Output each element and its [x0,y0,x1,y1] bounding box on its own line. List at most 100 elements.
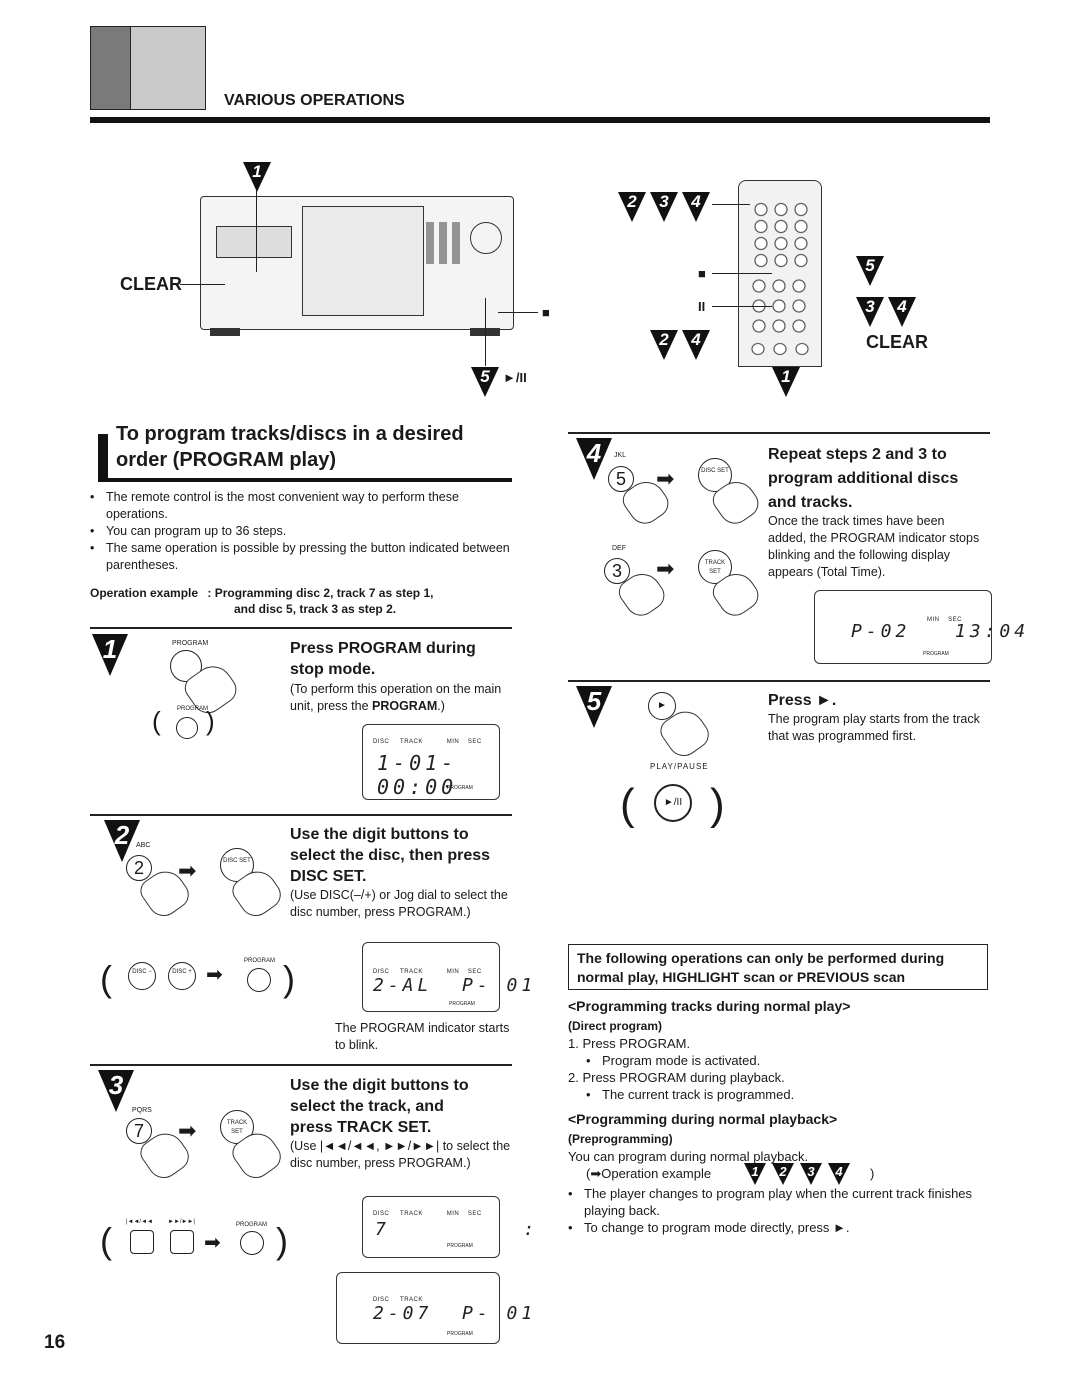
step3-rule [90,1064,512,1066]
direct-item1: 1. Press PROGRAM. [568,1036,691,1051]
op-example-callout-3: 3 [800,1163,822,1185]
op-example-callout-2: 2 [772,1163,794,1185]
stop-line [498,312,538,313]
remote-line-stop [712,273,772,274]
arrow-icon: ➡ [178,858,197,883]
stop-label-main: ■ [542,305,550,320]
main-unit-foot-left [210,328,240,336]
operation-example-text2: and disc 5, track 3 as step 2. [234,602,397,616]
pre-bullet2: To change to program mode directly, pres… [568,1219,988,1236]
paren-open: ( [100,958,112,999]
remote-line-pause [712,306,772,307]
op-example-close: ) [870,1166,875,1181]
skip-fwd-label: ►►/►►| [168,1219,195,1225]
key-letters: PQRS [132,1107,152,1114]
remote-line-digits [712,204,750,205]
callout-5-remote: 5 [856,256,884,286]
step4-title: Repeat steps 2 and 3 to program addition… [768,446,959,511]
section-label: VARIOUS OPERATIONS [224,92,405,109]
digit-7-button[interactable]: 7 [126,1118,152,1144]
arrow-icon: ➡ [656,556,675,581]
play-pause-label: PLAY/PAUSE [650,762,709,771]
program-button[interactable] [247,968,271,992]
step5-title: Press ►. [768,692,837,709]
paren-open: ( [100,1220,112,1261]
key-letters: JKL [614,452,627,459]
step1-lcd: DISC TRACK MIN SEC 1-01-00:00 PROGRAM [362,724,500,800]
arrow-icon: ➡ [206,964,223,986]
stop-label-remote: ■ [698,266,706,281]
step2-caption: The PROGRAM indicator starts to blink. [335,1021,510,1052]
play-pause-label-main: ►/II [503,370,527,385]
bullet-item: You can program up to 36 steps. [90,523,512,540]
step1-button-label: PROGRAM [172,640,209,647]
step3-note: (Use |◄◄/◄◄, ►►/►►| to select the disc n… [290,1139,511,1170]
paren-close: ) [710,780,725,829]
op-example-callout-1: 1 [744,1163,766,1185]
program-main-button[interactable] [176,717,198,739]
pre-text: You can program during normal playback. [568,1149,809,1164]
key-letters: DEF [612,545,626,552]
step3-lcd-1: DISC TRACK MIN SEC 7 : PROGRAM [362,1196,534,1258]
step4-lcd: MIN SEC P-02 13:04 PROGRAM [814,590,1025,664]
clear-label: CLEAR [120,274,182,294]
disc-plus-button[interactable]: DISC + [168,962,196,990]
sub-pre: (Preprogramming) [568,1132,673,1146]
op-example-callout-4: 4 [828,1163,850,1185]
section-title: To program tracks/discs in a desired ord… [116,423,464,471]
step2-note: (Use DISC(–/+) or Jog dial to select the… [290,888,508,919]
main-unit-buttons [426,222,464,264]
clear-pointer [180,284,225,285]
pause-label-remote: II [698,299,706,314]
key-letters: ABC [136,842,151,849]
play-pause-button[interactable]: ►/II [654,784,692,822]
program-button[interactable] [240,1231,264,1255]
callout-5-line [485,298,486,366]
callout-4-remote-top: 4 [682,192,710,222]
step4-number: 4 [576,438,612,480]
direct-item2: 2. Press PROGRAM during playback. [568,1070,785,1085]
callout-2-remote-bottom: 2 [650,330,678,360]
arrow-icon: ➡ [656,466,675,491]
disc-minus-button[interactable]: DISC − [128,962,156,990]
page-number: 16 [44,1332,66,1353]
arrow-icon: ➡ [178,1118,197,1143]
step5-note: The program play starts from the track t… [768,712,980,743]
program-label: PROGRAM [236,1222,268,1228]
skip-back-button[interactable] [130,1230,154,1254]
callout-1-main: 1 [243,162,271,192]
digit-5-button[interactable]: 5 [608,466,634,492]
digit-2-button[interactable]: 2 [126,855,152,881]
remote-keypad [751,201,809,269]
step5-rule [568,680,990,682]
main-unit-display [216,226,292,258]
step2-lcd: DISC TRACK MIN SEC 2-AL P- 01 PROGRAM [362,942,532,1012]
notice-box: The following operations can only be per… [568,944,988,990]
bullet-item: The same operation is possible by pressi… [90,540,512,574]
step5-number: 5 [576,686,612,728]
paren-open: ( [620,780,635,829]
intro-bullets: The remote control is the most convenien… [90,489,512,574]
step1-rule [90,627,512,629]
paren-open: ( [152,706,161,736]
main-unit-figure [200,188,520,338]
skip-fwd-button[interactable] [170,1230,194,1254]
normal-play-section: <Programming tracks during normal play> … [568,998,988,1236]
main-unit-door [302,206,424,316]
main-unit-jog [470,222,502,254]
step1-title: Press PROGRAM during stop mode. [290,640,476,678]
step1-number: 1 [92,634,128,676]
paren-close: ) [206,706,215,736]
operation-example: Operation example : Programming disc 2, … [90,585,433,602]
step2-number: 2 [104,820,140,862]
header-rule [90,117,990,123]
step2-rule [90,814,512,816]
header-tab-light [130,26,206,110]
callout-1-line [256,190,257,272]
arrow-icon: ➡ [204,1232,221,1254]
step1-main-label: PROGRAM [177,706,209,712]
remote-bottom-row [747,339,813,359]
step4-rule [568,432,990,434]
operation-example-text1: : Programming disc 2, track 7 as step 1, [207,586,434,600]
heading-pre: <Programming during normal playback> [568,1111,838,1127]
